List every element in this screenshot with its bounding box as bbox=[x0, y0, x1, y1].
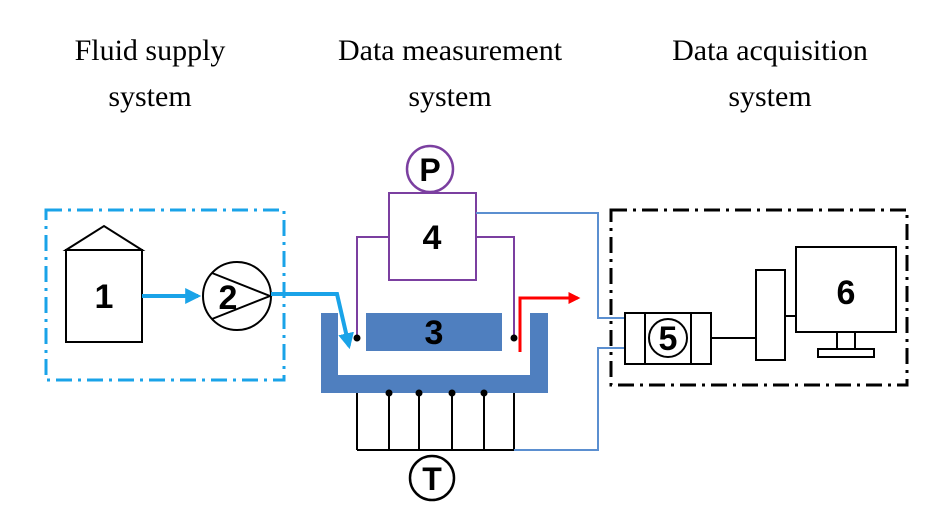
pressure-tap-dot-outlet bbox=[510, 334, 518, 342]
computer-monitor: 6 bbox=[795, 246, 897, 358]
pump-to-section-flow-arrow bbox=[271, 292, 354, 350]
pressure-transducer-label: 4 bbox=[423, 219, 442, 257]
temperature-sensor-label: T bbox=[422, 461, 442, 497]
outlet-flow-arrow bbox=[518, 292, 581, 352]
pressure-tap-line-inlet bbox=[356, 236, 389, 338]
pressure-sensor: P bbox=[405, 144, 455, 194]
pressure-tap-line-outlet bbox=[476, 236, 515, 338]
tank: 1 bbox=[62, 224, 146, 343]
pump-label: 2 bbox=[219, 279, 238, 317]
pressure-tap-dot-inlet bbox=[353, 334, 361, 342]
data-acquisition-title-line1: Data acquisition bbox=[672, 34, 868, 67]
fluid-supply-title-line1: Fluid supply bbox=[75, 34, 226, 67]
computer-label: 6 bbox=[837, 274, 856, 312]
pressure-sensor-label: P bbox=[419, 152, 440, 188]
fluid-supply-title-line2: system bbox=[108, 80, 191, 113]
data-measurement-title-line2: system bbox=[408, 80, 491, 113]
data-measurement-title-line1: Data measurement bbox=[338, 34, 563, 67]
test-section: 3 bbox=[366, 313, 502, 352]
temperature-signal-line bbox=[514, 347, 625, 451]
test-section-label: 3 bbox=[425, 314, 444, 352]
tank-label: 1 bbox=[95, 278, 114, 316]
computer-tower bbox=[755, 269, 786, 361]
data-acquisition-boundary bbox=[609, 208, 909, 387]
daq-module-label: 5 bbox=[659, 320, 678, 358]
pressure-transducer: 4 bbox=[388, 192, 477, 281]
pump: 2 bbox=[202, 261, 273, 331]
daq-module: 5 bbox=[624, 312, 712, 365]
pressure-signal-line bbox=[476, 212, 625, 319]
test-section-housing bbox=[321, 313, 548, 393]
thermocouple-harness bbox=[356, 389, 515, 451]
temperature-sensor: T bbox=[408, 454, 456, 502]
data-acquisition-title-line2: system bbox=[728, 80, 811, 113]
